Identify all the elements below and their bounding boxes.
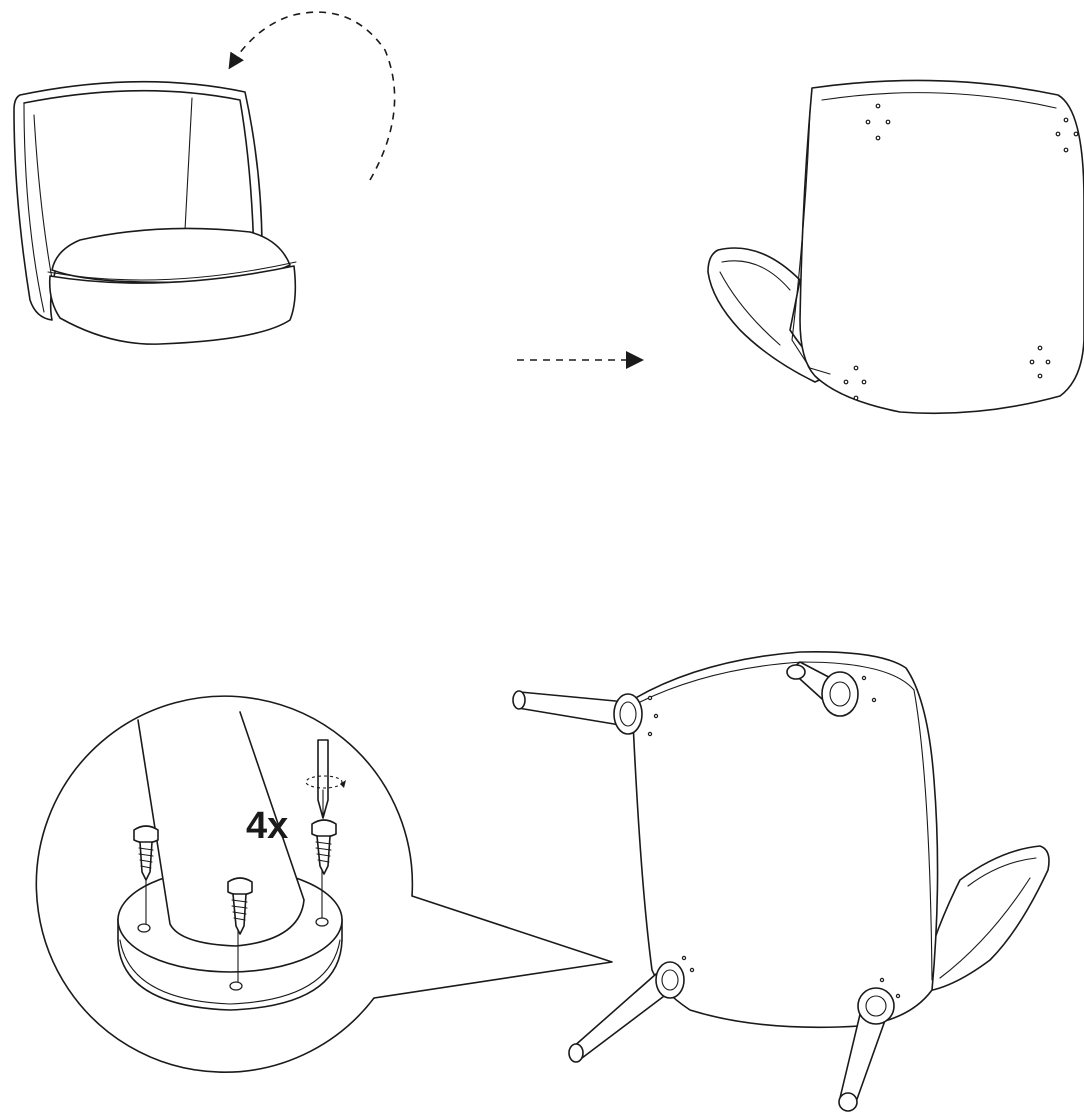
chair-leg: [838, 977, 901, 1112]
screw-hole-group: [1055, 117, 1079, 153]
chair-leg: [568, 955, 695, 1063]
rotation-icon: [305, 775, 346, 789]
wood-screw: [311, 819, 337, 919]
wood-screw: [227, 877, 253, 983]
curved-dashed-arrow-icon: [228, 11, 396, 181]
screw-hole-group: [843, 365, 867, 401]
screw-hole-group: [865, 103, 891, 141]
upright-chair: [13, 80, 297, 345]
screwdriver-icon: [317, 739, 329, 819]
screw-hole-group: [1029, 345, 1051, 379]
flipped-chair: [707, 79, 1084, 415]
chair-with-legs: [512, 651, 1050, 1112]
chair-leg: [512, 690, 659, 737]
detail-callout: 4x: [35, 695, 613, 1073]
wood-screw: [133, 825, 159, 925]
dashed-right-arrow-icon: [517, 351, 644, 369]
chair-leg: [786, 661, 877, 717]
quantity-label: 4x: [246, 805, 288, 847]
